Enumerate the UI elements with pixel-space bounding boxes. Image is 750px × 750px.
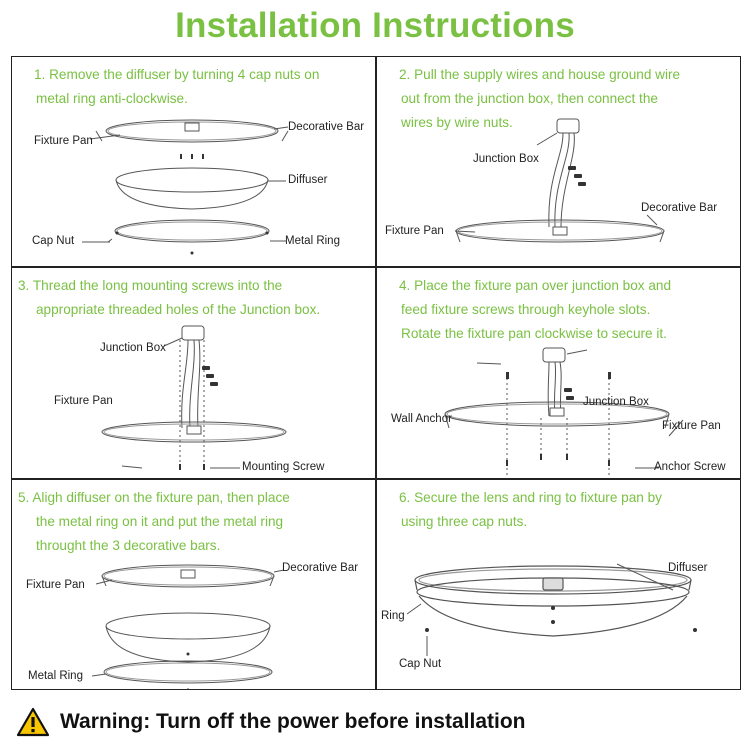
step-5-line-3: throught the 3 decorative bars. [36,538,221,553]
step-4-line-3: Rotate the fixture pan clockwise to secu… [401,326,667,341]
fixture-pan-label: Fixture Pan [662,420,721,432]
step-2-line-2: out from the junction box, then connect … [401,91,658,106]
junction-box-label: Junction Box [583,396,649,408]
step-2-text: 2. Pull the supply wires and house groun… [399,63,734,135]
step-4-diagram [444,347,684,478]
step-6-line-1: 6. Secure the lens and ring to fixture p… [399,490,662,505]
warning-banner: Warning: Turn off the power before insta… [16,704,526,740]
cap-nut-label: Cap Nut [32,235,75,247]
step-2-line-1: 2. Pull the supply wires and house groun… [399,67,681,82]
instruction-grid: 1. Remove the diffuser by turning 4 cap … [11,56,741,690]
step-3-panel: 3. Thread the long mounting screws into … [11,267,376,479]
anchor-screw-label: Anchor Screw [654,461,726,473]
step-3-text: 3. Thread the long mounting screws into … [18,274,375,322]
step-3-diagram [101,325,287,470]
fixture-pan-label: Fixture Pan [26,579,85,591]
junction-box-label: Junction Box [473,153,539,165]
step-3-line-2: appropriate threaded holes of the Juncti… [36,302,321,317]
step-5-diagram [91,564,285,689]
diffuser-label: Diffuser [668,562,708,574]
diffuser-label: Diffuser [288,174,328,186]
junction-box-label: Junction Box [100,342,166,354]
step-2-line-3: wires by wire nuts. [401,115,513,130]
step-5-line-2: the metal ring on it and put the metal r… [36,514,284,529]
step-1-line-2: metal ring anti-clockwise. [36,91,188,106]
decorative-bar-label: Decorative Bar [641,202,718,214]
fixture-pan-label: Fixture Pan [385,225,444,237]
step-4-text: 4. Place the fixture pan over junction b… [399,274,734,346]
page-title: Installation Instructions [175,6,575,45]
step-2-diagram [454,118,665,243]
step-5-line-1: 5. Aligh diffuser on the fixture pan, th… [18,490,290,505]
step-6-text: 6. Secure the lens and ring to fixture p… [399,486,734,534]
wall-anchor-label: Wall Anchor [391,413,452,425]
step-2-panel: 2. Pull the supply wires and house groun… [376,56,741,267]
decorative-bar-label: Decorative Bar [288,121,365,133]
ring-label: Ring [381,610,405,622]
step-1-text: 1. Remove the diffuser by turning 4 cap … [34,63,369,111]
metal-ring-label: Metal Ring [285,235,340,247]
metal-ring-label: Metal Ring [28,670,83,682]
step-6-panel: 6. Secure the lens and ring to fixture p… [376,479,741,690]
step-6-line-2: using three cap nuts. [401,514,528,529]
step-4-line-2: feed fixture screws through keyhole slot… [401,302,651,317]
fixture-pan-label: Fixture Pan [54,395,113,407]
fixture-pan-label: Fixture Pan [34,135,93,147]
warning-text: Warning: Turn off the power before insta… [60,710,526,733]
step-1-diagram [82,119,289,255]
step-6-diagram [406,563,697,656]
mounting-screw-label: Mounting Screw [242,461,325,473]
step-5-panel: 5. Aligh diffuser on the fixture pan, th… [11,479,376,690]
step-4-line-1: 4. Place the fixture pan over junction b… [399,278,672,293]
step-1-line-1: 1. Remove the diffuser by turning 4 cap … [34,67,320,82]
cap-nut-label: Cap Nut [399,658,442,670]
step-3-line-1: 3. Thread the long mounting screws into … [18,278,283,293]
warning-triangle-icon [16,707,50,737]
step-5-text: 5. Aligh diffuser on the fixture pan, th… [18,486,369,558]
step-1-panel: 1. Remove the diffuser by turning 4 cap … [11,56,376,267]
decorative-bar-label: Decorative Bar [282,562,359,574]
step-4-panel: 4. Place the fixture pan over junction b… [376,267,741,479]
